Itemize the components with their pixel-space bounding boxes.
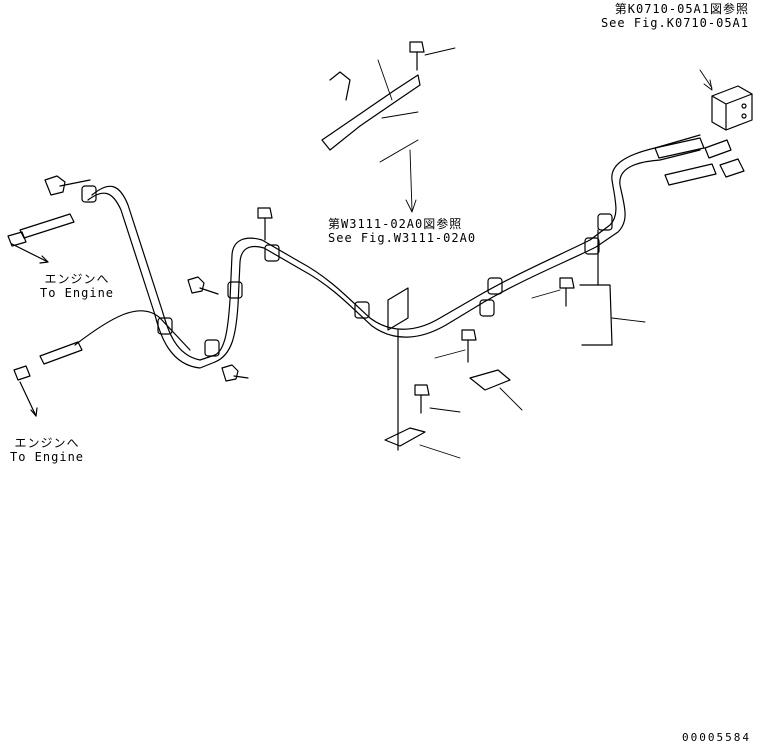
reference-top-right: 第K0710-05A1図参照 See Fig.K0710-05A1 <box>601 2 749 30</box>
engine-label-upper: エンジンへ To Engine <box>40 272 114 300</box>
engine-label-en: To Engine <box>10 450 85 464</box>
bolt <box>45 42 574 413</box>
engine-label-jp: エンジンへ <box>44 272 110 286</box>
reference-center: 第W3111-02A0図参照 See Fig.W3111-02A0 <box>328 217 476 245</box>
reference-top-right-en: See Fig.K0710-05A1 <box>600 16 749 30</box>
reference-center-en: See Fig.W3111-02A0 <box>328 231 477 245</box>
leader-lines <box>378 48 712 458</box>
engine-label-lower: エンジンへ To Engine <box>10 436 84 464</box>
bracket <box>322 72 612 450</box>
engine-label-en: To Engine <box>40 286 115 300</box>
hose-sleeve <box>655 138 716 185</box>
valve-block <box>705 86 752 177</box>
reference-center-jp: 第W3111-02A0図参照 <box>328 217 463 231</box>
engine-fitting <box>8 214 82 380</box>
document-number: 00005584 <box>682 731 751 744</box>
engine-label-jp: エンジンへ <box>14 436 80 450</box>
hose-clamp <box>82 186 612 356</box>
reference-top-right-jp: 第K0710-05A1図参照 <box>614 2 749 16</box>
arrow-to-engine <box>12 244 48 416</box>
hose-line <box>75 135 700 368</box>
